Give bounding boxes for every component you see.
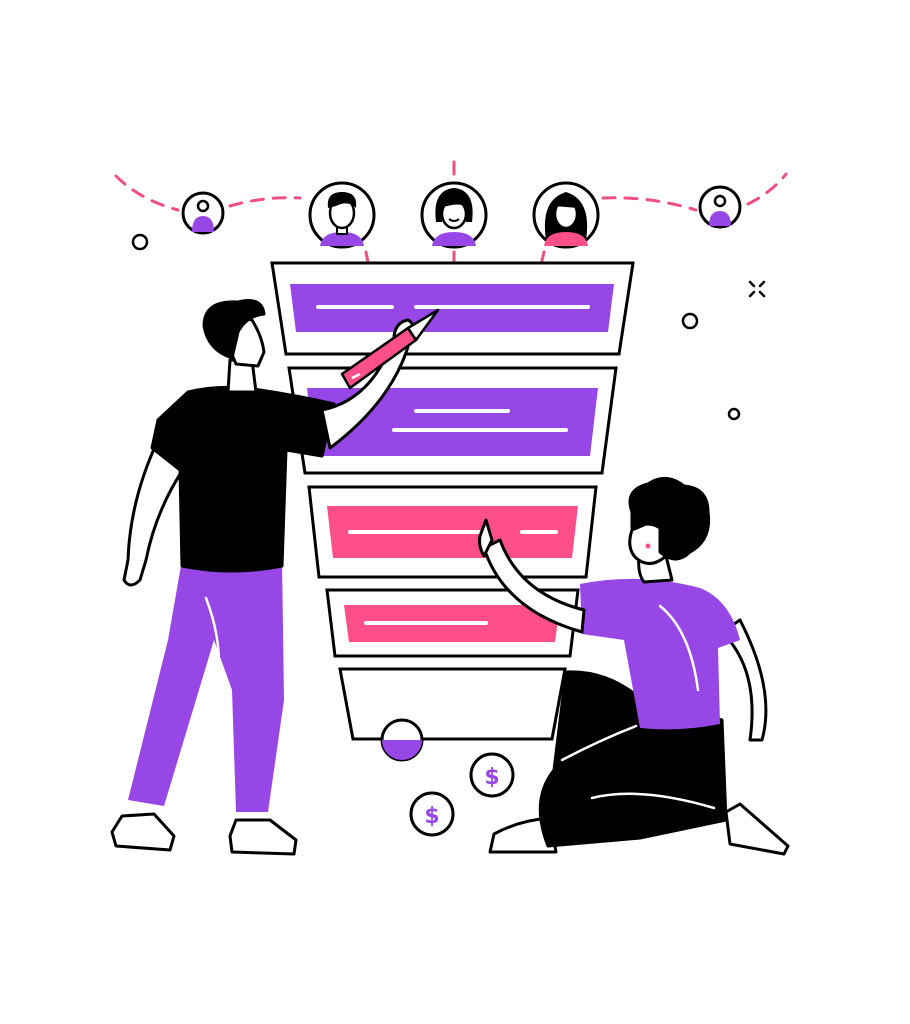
dash-left-mid: [228, 196, 302, 208]
left-arm: [122, 438, 186, 587]
back-arm: [720, 618, 768, 742]
woman-avatar: [420, 181, 488, 249]
connection-lines: [114, 160, 788, 300]
decor-dots: [131, 233, 741, 421]
coin: $: [409, 791, 455, 837]
curly-hair: [628, 477, 711, 561]
sparkle-icon: [748, 280, 766, 298]
trousers: [128, 560, 284, 812]
woman-long-hair-avatar: [532, 181, 600, 249]
dash-right-mid: [601, 196, 698, 212]
hair: [202, 299, 266, 360]
user-icon: [181, 191, 225, 235]
face: [628, 516, 668, 565]
coin-symbol: $: [424, 804, 439, 829]
funnel-stage: [338, 667, 567, 741]
coin: $: [469, 752, 515, 798]
stage-fill: [307, 388, 598, 456]
coin-symbol: $: [484, 765, 499, 790]
man-standing: [110, 299, 416, 856]
left-shoe: [110, 812, 176, 852]
right-shoe: [228, 818, 298, 856]
user-icon: [698, 185, 742, 229]
funnel-ball: [380, 718, 424, 762]
man-avatar: [308, 181, 376, 249]
back-shoe: [724, 802, 790, 856]
dash-left: [114, 174, 180, 212]
marker-icon: [340, 308, 440, 390]
woman-kneeling: [478, 477, 790, 856]
pointing-arm: [482, 538, 586, 634]
funnel-stage: [307, 485, 598, 579]
t-shirt: [580, 578, 740, 730]
funnel-stage: [270, 261, 635, 356]
dash-right: [746, 172, 788, 206]
funnel-stage: [325, 588, 580, 658]
funnel: [270, 261, 635, 762]
